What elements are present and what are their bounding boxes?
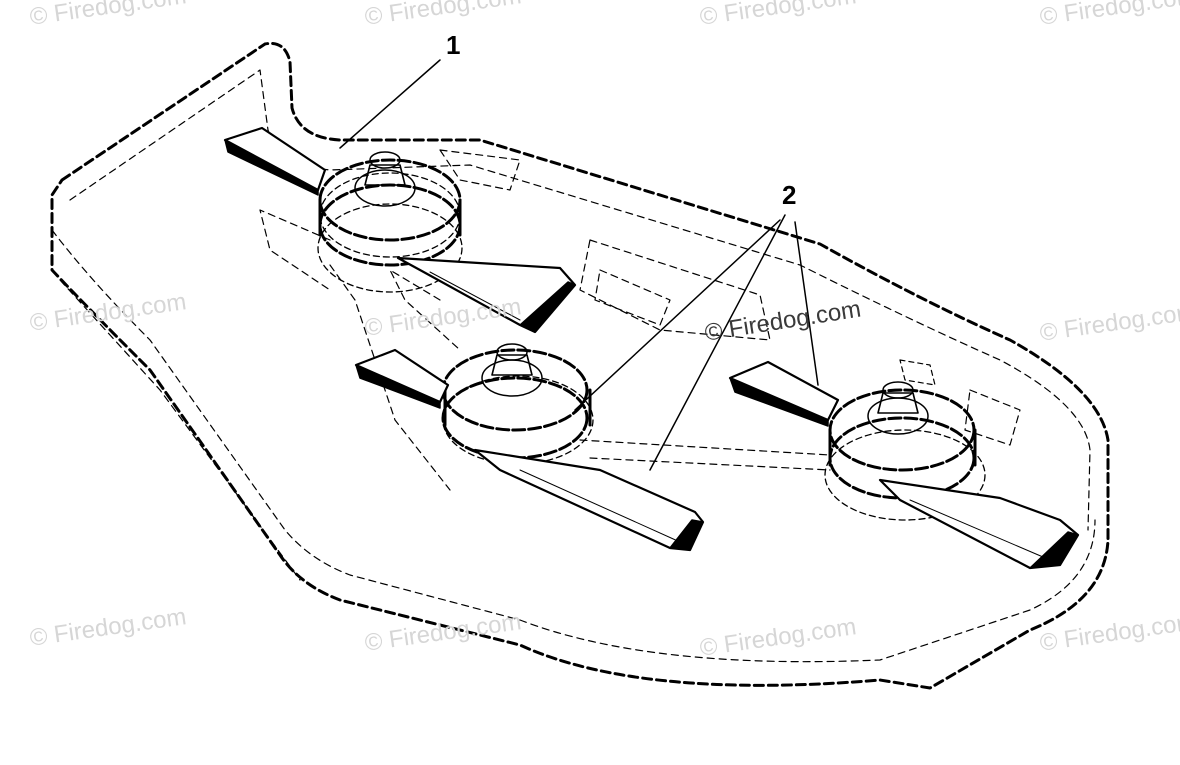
belt-guard-lower	[594, 269, 671, 326]
belt-guard-right-box	[964, 389, 1021, 446]
belt-path-top	[259, 209, 331, 291]
leader-line-1	[339, 59, 441, 149]
spindle-1	[317, 151, 463, 293]
blade-1	[223, 126, 577, 334]
spindle-2	[441, 343, 594, 465]
callout-label-1: 1	[446, 30, 461, 60]
blade-2	[354, 348, 705, 552]
deck-inner-contour	[69, 69, 1091, 531]
leader-line-2c	[574, 219, 781, 411]
leader-line-2b	[794, 221, 819, 386]
deck-housing-outline	[50, 41, 1110, 690]
belt-path-mid	[389, 269, 461, 351]
belt-path-right	[579, 439, 831, 471]
blade-3	[728, 360, 1080, 570]
belt-guard-center	[579, 239, 771, 341]
leader-line-2a	[649, 214, 786, 471]
belt-guard-right	[899, 359, 936, 386]
deck-lip-contour	[59, 279, 301, 581]
belt-guard-upper	[439, 149, 521, 191]
callout-label-2: 2	[782, 180, 797, 210]
deck-side-contour	[51, 229, 1096, 663]
